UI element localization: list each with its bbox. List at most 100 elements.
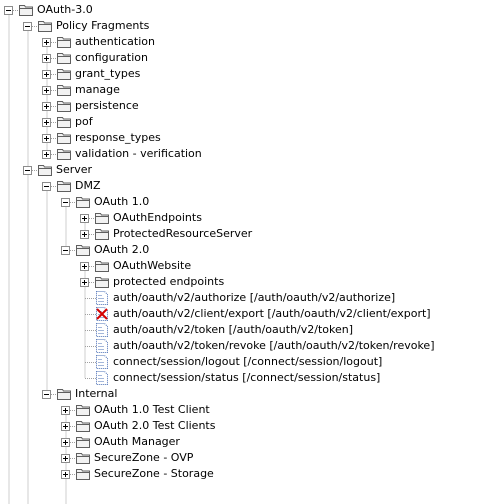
tree-folder-node[interactable]: OAuth-3.0 bbox=[0, 2, 490, 18]
tree-folder-node[interactable]: protected endpoints bbox=[0, 274, 490, 290]
tree-node-label: auth/oauth/v2/client/export [/auth/oauth… bbox=[113, 307, 431, 320]
expand-toggle[interactable] bbox=[42, 102, 51, 111]
expand-toggle[interactable] bbox=[42, 134, 51, 143]
tree-folder-node[interactable]: Policy Fragments bbox=[0, 18, 490, 34]
tree-folder-node[interactable]: SecureZone - OVP bbox=[0, 450, 490, 466]
tree-folder-node[interactable]: configuration bbox=[0, 50, 490, 66]
folder-icon bbox=[37, 18, 53, 34]
collapse-toggle[interactable] bbox=[61, 198, 70, 207]
tree-folder-node[interactable]: OAuth 1.0 bbox=[0, 194, 490, 210]
expand-toggle[interactable] bbox=[80, 278, 89, 287]
expand-toggle[interactable] bbox=[61, 406, 70, 415]
tree-folder-node[interactable]: OAuthEndpoints bbox=[0, 210, 490, 226]
folder-icon bbox=[94, 226, 110, 242]
policy-icon bbox=[94, 354, 110, 370]
expand-toggle[interactable] bbox=[42, 70, 51, 79]
tree-folder-node[interactable]: OAuth 2.0 Test Clients bbox=[0, 418, 490, 434]
tree-node-label: OAuth Manager bbox=[94, 435, 180, 448]
tree-folder-node[interactable]: ProtectedResourceServer bbox=[0, 226, 490, 242]
collapse-toggle[interactable] bbox=[23, 22, 32, 31]
folder-icon bbox=[94, 274, 110, 290]
tree-node-label: authentication bbox=[75, 35, 155, 48]
tree-node-label: DMZ bbox=[75, 179, 101, 192]
folder-icon bbox=[37, 162, 53, 178]
tree-node-label: response_types bbox=[75, 131, 161, 144]
policy-icon bbox=[94, 370, 110, 386]
tree-node-label: OAuth 1.0 bbox=[94, 195, 150, 208]
collapse-toggle[interactable] bbox=[42, 390, 51, 399]
folder-icon bbox=[94, 210, 110, 226]
tree-node-label: SecureZone - OVP bbox=[94, 451, 194, 464]
expand-toggle[interactable] bbox=[61, 454, 70, 463]
expand-toggle[interactable] bbox=[61, 422, 70, 431]
tree-node-label: auth/oauth/v2/token/revoke [/auth/oauth/… bbox=[113, 339, 435, 352]
policy-icon bbox=[94, 322, 110, 338]
collapse-toggle[interactable] bbox=[61, 246, 70, 255]
tree-node-label: validation - verification bbox=[75, 147, 202, 160]
tree-folder-node[interactable]: manage bbox=[0, 82, 490, 98]
expand-toggle[interactable] bbox=[42, 86, 51, 95]
expand-toggle[interactable] bbox=[42, 118, 51, 127]
tree-node-label: protected endpoints bbox=[113, 275, 225, 288]
collapse-toggle[interactable] bbox=[42, 182, 51, 191]
tree-node-label: OAuth-3.0 bbox=[37, 3, 93, 16]
folder-icon bbox=[56, 146, 72, 162]
expand-toggle[interactable] bbox=[80, 230, 89, 239]
folder-icon bbox=[94, 258, 110, 274]
folder-icon bbox=[75, 466, 91, 482]
tree-policy-node[interactable]: auth/oauth/v2/token/revoke [/auth/oauth/… bbox=[0, 338, 490, 354]
tree-policy-node[interactable]: connect/session/logout [/connect/session… bbox=[0, 354, 490, 370]
tree-folder-node[interactable]: DMZ bbox=[0, 178, 490, 194]
policy-icon bbox=[94, 290, 110, 306]
expand-toggle[interactable] bbox=[42, 150, 51, 159]
tree-node-label: auth/oauth/v2/token [/auth/oauth/v2/toke… bbox=[113, 323, 354, 336]
tree-node-label: Server bbox=[56, 163, 93, 176]
collapse-toggle[interactable] bbox=[4, 6, 13, 15]
tree-node-label: OAuth 1.0 Test Client bbox=[94, 403, 210, 416]
tree-folder-node[interactable]: validation - verification bbox=[0, 146, 490, 162]
expand-toggle[interactable] bbox=[42, 38, 51, 47]
folder-icon bbox=[56, 130, 72, 146]
expand-toggle[interactable] bbox=[80, 262, 89, 271]
tree-folder-node[interactable]: Internal bbox=[0, 386, 490, 402]
tree-folder-node[interactable]: Server bbox=[0, 162, 490, 178]
tree-policy-node[interactable]: auth/oauth/v2/token [/auth/oauth/v2/toke… bbox=[0, 322, 490, 338]
tree-folder-node[interactable]: pof bbox=[0, 114, 490, 130]
disabled-policy-icon bbox=[94, 306, 110, 322]
tree-node-label: manage bbox=[75, 83, 120, 96]
tree-folder-node[interactable]: grant_types bbox=[0, 66, 490, 82]
expand-toggle[interactable] bbox=[80, 214, 89, 223]
expand-toggle[interactable] bbox=[61, 438, 70, 447]
folder-icon bbox=[18, 2, 34, 18]
folder-icon bbox=[56, 50, 72, 66]
folder-icon bbox=[56, 114, 72, 130]
tree-folder-node[interactable]: OAuthWebsite bbox=[0, 258, 490, 274]
tree-folder-node[interactable]: response_types bbox=[0, 130, 490, 146]
tree-folder-node[interactable]: OAuth Manager bbox=[0, 434, 490, 450]
folder-icon bbox=[56, 386, 72, 402]
tree-node-label: Internal bbox=[75, 387, 118, 400]
folder-icon bbox=[75, 194, 91, 210]
expand-toggle[interactable] bbox=[61, 470, 70, 479]
folder-icon bbox=[56, 178, 72, 194]
tree-policy-node[interactable]: connect/session/status [/connect/session… bbox=[0, 370, 490, 386]
tree-policy-node[interactable]: auth/oauth/v2/authorize [/auth/oauth/v2/… bbox=[0, 290, 490, 306]
tree-folder-node[interactable]: persistence bbox=[0, 98, 490, 114]
tree-folder-node[interactable]: authentication bbox=[0, 34, 490, 50]
tree-node-label: ProtectedResourceServer bbox=[113, 227, 253, 240]
tree-node-label: grant_types bbox=[75, 67, 141, 80]
folder-icon bbox=[56, 82, 72, 98]
folder-icon bbox=[56, 66, 72, 82]
tree-folder-node[interactable]: SecureZone - Storage bbox=[0, 466, 490, 482]
tree-node-label: auth/oauth/v2/authorize [/auth/oauth/v2/… bbox=[113, 291, 396, 304]
tree-node-label: OAuthEndpoints bbox=[113, 211, 202, 224]
expand-toggle[interactable] bbox=[42, 54, 51, 63]
tree-node-label: OAuthWebsite bbox=[113, 259, 192, 272]
tree-folder-node[interactable]: OAuth 2.0 bbox=[0, 242, 490, 258]
folder-icon bbox=[75, 418, 91, 434]
collapse-toggle[interactable] bbox=[23, 166, 32, 175]
tree-folder-node[interactable]: OAuth 1.0 Test Client bbox=[0, 402, 490, 418]
tree-policy-node[interactable]: auth/oauth/v2/client/export [/auth/oauth… bbox=[0, 306, 490, 322]
tree-node-label: Policy Fragments bbox=[56, 19, 150, 32]
